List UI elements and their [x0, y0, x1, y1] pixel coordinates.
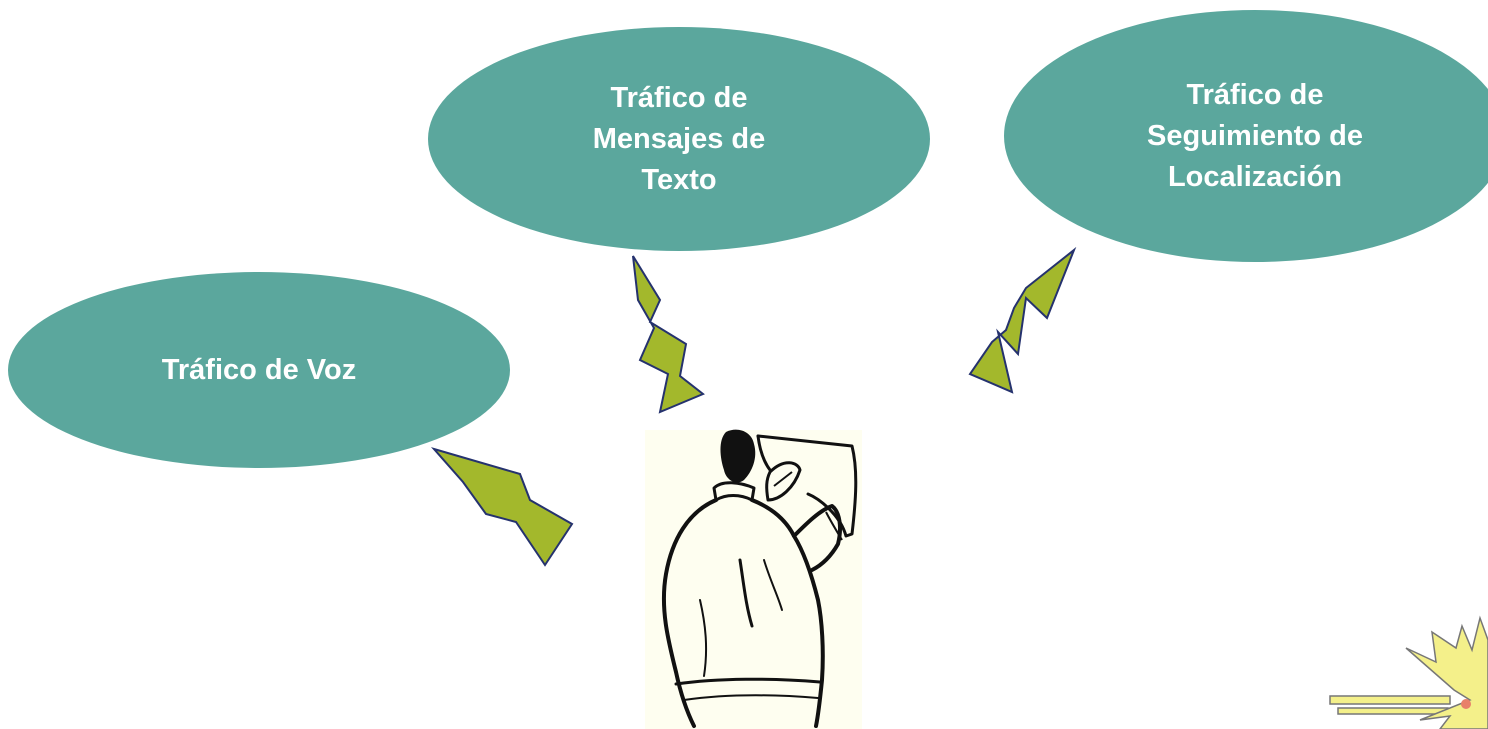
lightning-bolt-icon	[968, 246, 1077, 394]
voice-traffic-label: Tráfico de Voz	[161, 353, 357, 386]
lightning-bolt-icon	[632, 255, 705, 414]
lightning-bolt-icon	[430, 447, 574, 567]
location-tracking-traffic-label: Tráfico de Seguimiento de Localización	[1147, 78, 1363, 193]
text-message-traffic-bubble: Tráfico de Mensajes de Texto	[428, 27, 930, 251]
location-tracking-traffic-bubble: Tráfico de Seguimiento de Localización	[1004, 10, 1488, 262]
starburst-icon	[1329, 615, 1488, 729]
text-message-traffic-label: Tráfico de Mensajes de Texto	[592, 81, 766, 196]
person-reading-map-illustration	[645, 429, 862, 729]
voice-traffic-bubble: Tráfico de Voz	[8, 272, 510, 468]
